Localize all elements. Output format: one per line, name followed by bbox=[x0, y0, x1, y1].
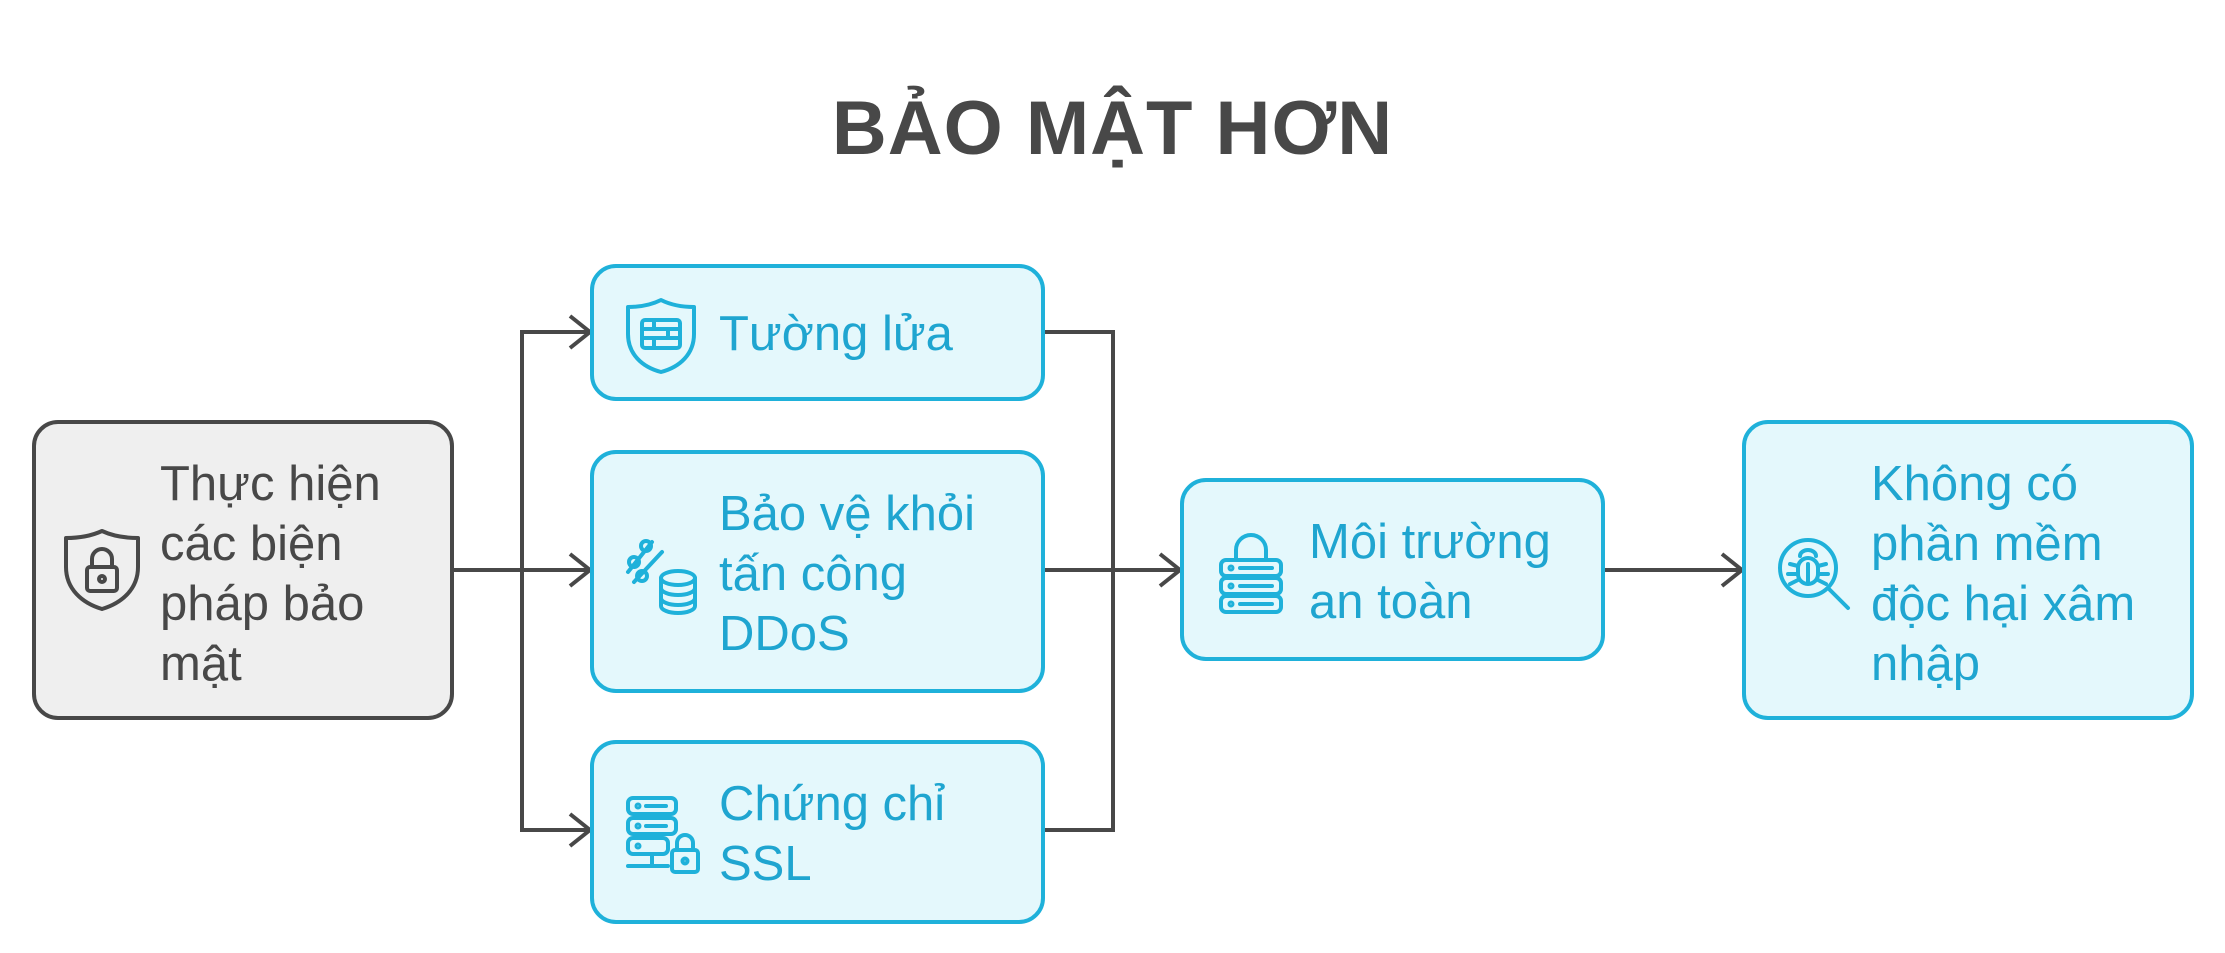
firewall-shield-icon bbox=[624, 296, 698, 381]
node-ddos-line: DDoS bbox=[719, 607, 850, 661]
node-no-malware-line: nhập bbox=[1871, 637, 1981, 691]
bug-search-icon bbox=[1774, 534, 1854, 619]
node-no-malware-line: độc hại xâm bbox=[1871, 577, 2136, 631]
node-firewall-label: Tường lửa bbox=[719, 304, 953, 364]
node-firewall-line: Tường lửa bbox=[719, 307, 953, 361]
diagram-title: BẢO MẬT HƠN bbox=[831, 86, 1394, 171]
node-start-line: mật bbox=[160, 637, 242, 691]
node-no-malware-line: phần mềm bbox=[1871, 517, 2103, 571]
node-ssl: Chứng chỉ SSL bbox=[590, 740, 1045, 924]
node-safe-environment: Môi trường an toàn bbox=[1180, 478, 1605, 661]
node-ddos-label: Bảo vệ khỏi tấn công DDoS bbox=[719, 484, 975, 664]
node-firewall: Tường lửa bbox=[590, 264, 1045, 401]
connector-start-firewall bbox=[452, 330, 588, 572]
node-ssl-line: Chứng chỉ bbox=[719, 777, 946, 831]
connector-ssl-safe bbox=[1043, 570, 1115, 832]
connector-firewall-safe bbox=[1043, 330, 1115, 570]
node-ddos-line: tấn công bbox=[719, 547, 907, 601]
node-start-line: Thực hiện bbox=[160, 457, 381, 511]
lock-server-icon bbox=[1216, 532, 1286, 619]
server-lock-icon bbox=[622, 794, 702, 883]
node-start: Thực hiện các biện pháp bảo mật bbox=[32, 420, 454, 720]
node-no-malware-label: Không có phần mềm độc hại xâm nhập bbox=[1871, 454, 2135, 694]
node-safe-environment-line: an toàn bbox=[1309, 575, 1473, 629]
node-ssl-line: SSL bbox=[719, 837, 812, 891]
node-ddos: Bảo vệ khỏi tấn công DDoS bbox=[590, 450, 1045, 693]
node-ssl-label: Chứng chỉ SSL bbox=[719, 774, 945, 894]
node-safe-environment-label: Môi trường an toàn bbox=[1309, 512, 1551, 632]
node-start-line: pháp bảo bbox=[160, 577, 365, 631]
node-no-malware-line: Không có bbox=[1871, 457, 2079, 511]
connector-start-ssl bbox=[520, 570, 588, 832]
node-safe-environment-line: Môi trường bbox=[1309, 515, 1551, 569]
ddos-database-icon bbox=[622, 532, 702, 621]
node-no-malware: Không có phần mềm độc hại xâm nhập bbox=[1742, 420, 2194, 720]
node-ddos-line: Bảo vệ khỏi bbox=[719, 487, 976, 541]
shield-lock-icon bbox=[61, 527, 143, 618]
node-start-line: các biện bbox=[160, 517, 343, 571]
node-start-label: Thực hiện các biện pháp bảo mật bbox=[160, 454, 381, 694]
